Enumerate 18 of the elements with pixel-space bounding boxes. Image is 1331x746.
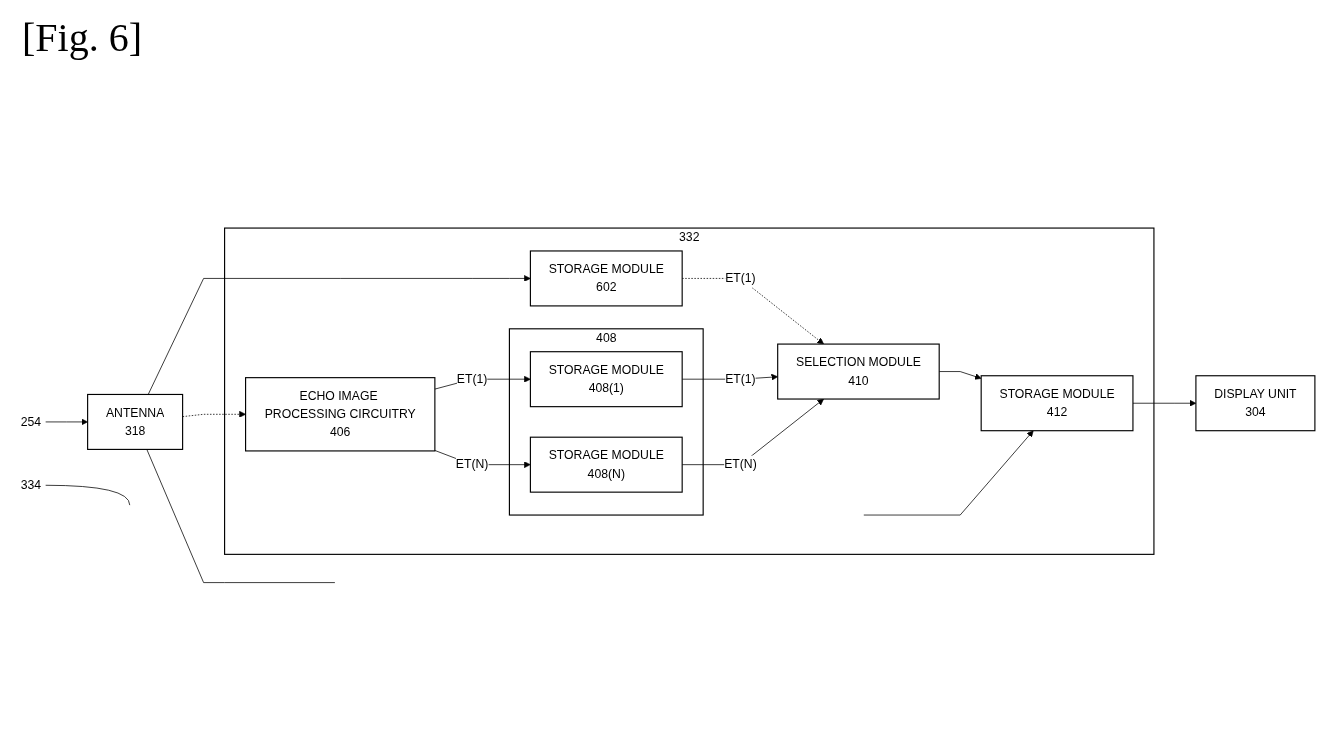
node-box: STORAGE MODULE 408(N) xyxy=(529,436,683,493)
node-box: SELECTION MODULE 410 xyxy=(777,343,940,400)
node-box: STORAGE MODULE 602 xyxy=(529,250,683,307)
node-box: STORAGE MODULE 412 xyxy=(980,375,1134,432)
node-box: ANTENNA 318 xyxy=(87,393,184,450)
figure-title: [Fig. 6] xyxy=(22,14,142,61)
node-text: 334 xyxy=(20,478,42,492)
node-box: STORAGE MODULE 408(1) xyxy=(529,351,683,408)
node-text: 254 xyxy=(20,415,42,429)
node-box: DISPLAY UNIT 304 xyxy=(1195,375,1316,432)
edge-label: ET(N) xyxy=(455,457,489,471)
edge-label: ET(1) xyxy=(725,271,756,285)
connector xyxy=(45,484,131,506)
edge-label: ET(1) xyxy=(456,372,488,386)
node-box: ECHO IMAGE PROCESSING CIRCUITRY 406 xyxy=(245,377,436,452)
edge-label: ET(1) xyxy=(725,372,756,386)
connector xyxy=(146,449,336,583)
edge-label: ET(N) xyxy=(724,457,757,471)
